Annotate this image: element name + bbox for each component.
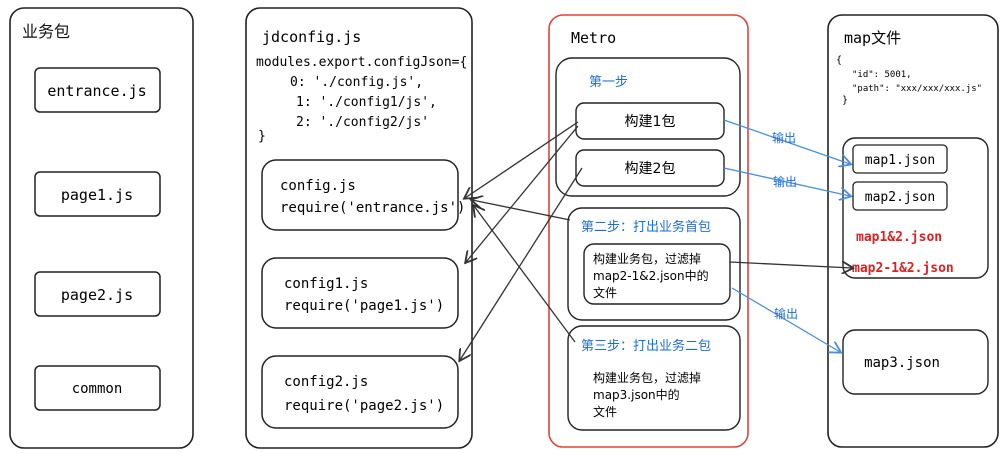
jdconfig-code-line-1: 0: './config.js', xyxy=(290,75,423,90)
map1-json-box xyxy=(852,144,948,174)
entrance-js-box xyxy=(34,67,161,113)
config-js-require: require('entrance.js') xyxy=(280,200,465,216)
config1-js-require: require('page1.js') xyxy=(284,298,444,314)
edge-build1-to-config xyxy=(465,121,579,198)
entrance-js-label: entrance.js xyxy=(47,82,146,100)
step2-desc-line-1: map2-1&2.json中的 xyxy=(593,268,709,283)
common-label: common xyxy=(72,381,123,397)
map3-json-label: map3.json xyxy=(864,355,940,371)
map1-2-json-label: map1&2.json xyxy=(856,230,942,245)
map-column-title: map文件 xyxy=(844,29,901,47)
page2-js-box xyxy=(34,271,161,317)
map-json-line-2: "path": "xxx/xxx/xxx.js" xyxy=(852,84,982,94)
step2-desc-line-0: 构建业务包，过滤掉 xyxy=(593,251,701,266)
common-box xyxy=(34,365,161,411)
config2-js-box xyxy=(261,355,459,429)
step3-box xyxy=(567,325,741,431)
config2-js-name: config2.js xyxy=(284,374,368,390)
jdconfig-title: jdconfig.js xyxy=(262,28,361,46)
map-json-line-3: } xyxy=(842,95,848,106)
map-json-line-0: { xyxy=(836,55,842,66)
map2-1-2-json-label: map2-1&2.json xyxy=(852,261,954,276)
step3-label: 第三步：打出业务二包 xyxy=(581,338,711,354)
config-js-box xyxy=(261,159,459,231)
map2-json-label: map2.json xyxy=(865,190,935,205)
edge-build1-to-config1 xyxy=(466,125,579,262)
step3-desc-line-1: map3.json中的 xyxy=(593,387,680,402)
output-label-2: 输出 xyxy=(773,174,797,189)
step2-desc-line-2: 文件 xyxy=(593,285,617,300)
map-files-column: map文件 { "id": 5001, "path": "xxx/xxx/xxx… xyxy=(827,14,999,448)
edge-step2-to-map21 xyxy=(729,262,852,268)
edge-build1-to-map1 xyxy=(723,119,850,164)
step3-desc-line-2: 文件 xyxy=(593,404,617,419)
step3-desc-line-0: 构建业务包，过滤掉 xyxy=(593,370,701,385)
build1-box xyxy=(575,102,725,140)
edge-step2-to-map3 xyxy=(731,287,840,352)
config2-js-require: require('page2.js') xyxy=(284,398,444,414)
build1-label: 构建1包 xyxy=(625,114,676,130)
edge-build2-to-map2 xyxy=(723,167,850,196)
output-label-3: 输出 xyxy=(774,306,798,321)
edge-step2-to-config xyxy=(472,200,571,221)
jdconfig-code-line-4: } xyxy=(258,129,266,144)
map1-json-label: map1.json xyxy=(865,153,935,168)
config1-js-box xyxy=(261,257,459,329)
page2-js-label: page2.js xyxy=(61,286,133,304)
metro-title: Metro xyxy=(571,29,616,47)
build2-label: 构建2包 xyxy=(625,161,676,177)
map-json-line-1: "id": 5001, xyxy=(852,70,912,80)
jdconfig-code-line-0: modules.export.configJson={ xyxy=(256,55,467,70)
edge-build2-to-config2 xyxy=(460,167,583,360)
metro-column: Metro 第一步 构建1包 构建2包 第二步：打出业务首包 构建业务包，过滤掉… xyxy=(548,14,749,448)
page1-js-label: page1.js xyxy=(61,186,133,204)
step2-label: 第二步：打出业务首包 xyxy=(581,219,711,235)
business-column-title: 业务包 xyxy=(22,22,70,41)
output-label-1: 输出 xyxy=(772,130,796,145)
step2-desc-box xyxy=(583,243,731,305)
config1-js-name: config1.js xyxy=(284,276,368,292)
map3-json-box xyxy=(842,329,989,395)
config-js-name: config.js xyxy=(280,178,356,194)
edge-step3-to-config xyxy=(474,206,576,343)
jdconfig-code-line-3: 2: './config2/js' xyxy=(296,115,429,130)
jdconfig-column: jdconfig.js modules.export.configJson={ … xyxy=(245,7,473,449)
business-package-column: 业务包 entrance.js page1.js page2.js common xyxy=(9,7,194,449)
step1-label: 第一步 xyxy=(589,75,628,90)
page1-js-box xyxy=(34,171,161,217)
jdconfig-code-line-2: 1: './config1/js', xyxy=(296,95,437,110)
